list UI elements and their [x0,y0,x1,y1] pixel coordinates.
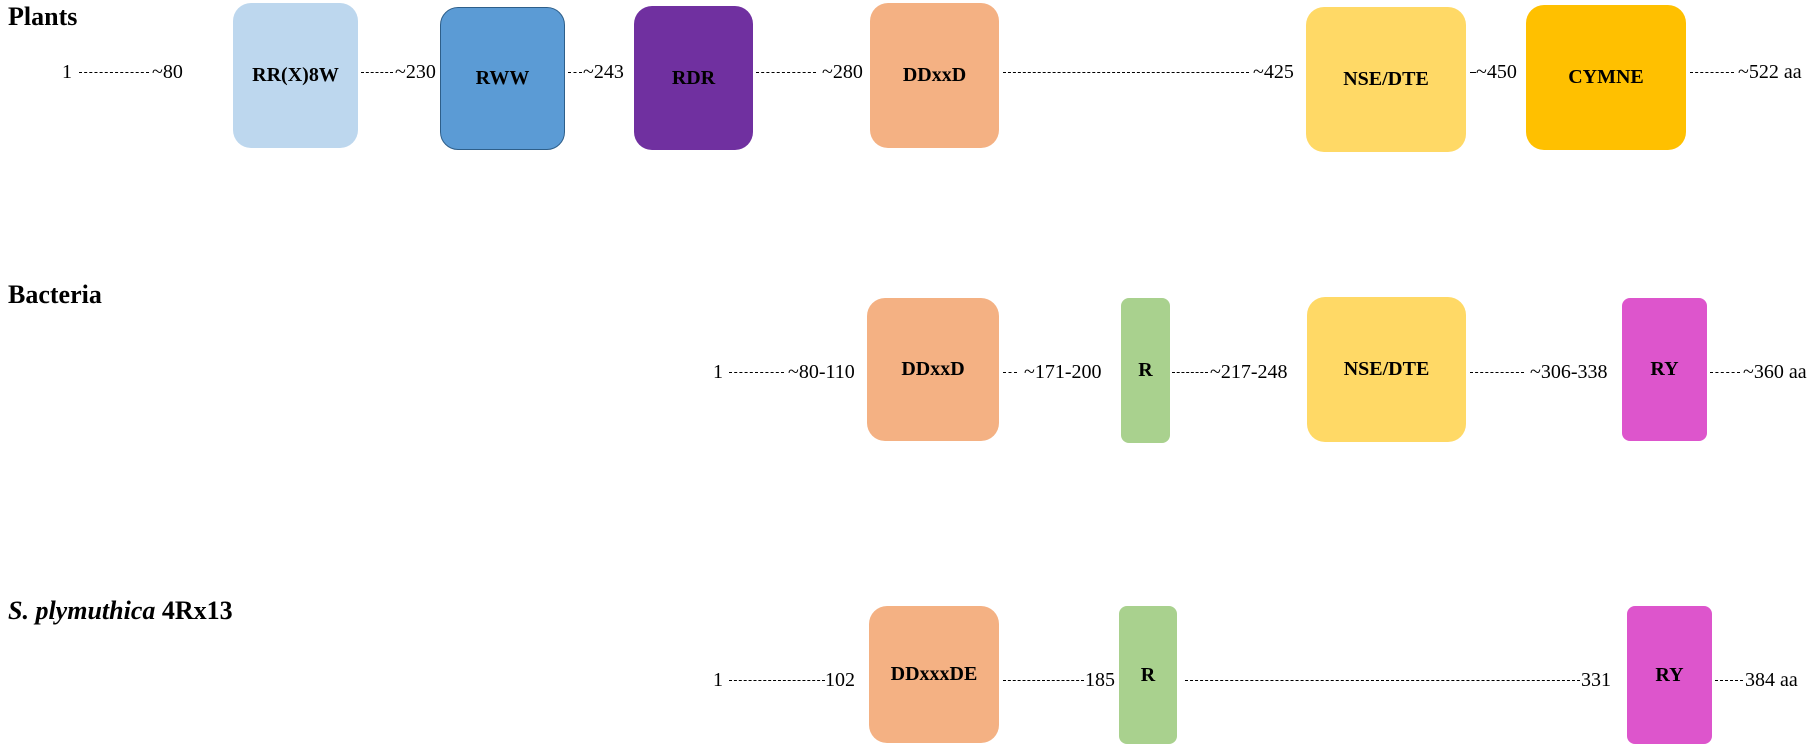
linker-line [729,680,825,681]
position-label: ~425 [1253,61,1294,83]
motif-box: RY [1622,298,1707,441]
motif-box: R [1121,298,1170,443]
motif-label: NSE/DTE [1343,358,1430,380]
position-label: ~171-200 [1024,361,1102,383]
position-label: ~306-338 [1530,361,1608,383]
motif-box: RDR [634,6,753,150]
linker-line [1185,680,1580,681]
position-label: 1 [713,669,723,691]
motif-box: R [1119,606,1177,744]
position-label: 1 [713,361,723,383]
species-name: S. plymuthica [8,596,156,625]
motif-label: NSE/DTE [1343,68,1429,90]
motif-box: NSE/DTE [1307,297,1466,442]
position-label: ~280 [822,61,863,83]
motif-label: R [1138,359,1153,381]
motif-box: RWW [440,7,565,150]
motif-label: RDR [671,66,716,89]
linker-line [1003,72,1249,73]
position-label: 185 [1085,669,1115,691]
row-title-bacteria: Bacteria [8,280,102,309]
motif-label: RR(X)8W [252,64,339,86]
motif-box: RY [1627,606,1712,744]
linker-line [1470,72,1476,73]
motif-box: DDxxD [870,3,999,148]
position-label: ~80-110 [788,361,855,383]
position-label: 1 [62,61,72,83]
motif-label: R [1140,663,1156,686]
linker-line [1690,72,1734,73]
motif-box: DDxxD [867,298,999,441]
motif-label: RY [1655,663,1684,686]
linker-line [361,72,393,73]
row-title-splymuthica: S. plymuthica 4Rx13 [8,596,233,626]
position-label: 102 [825,669,855,691]
motif-label: RWW [475,67,530,89]
linker-line [568,72,582,73]
position-label: 331 [1581,669,1611,691]
linker-line [1172,372,1208,373]
linker-line [1003,372,1017,373]
motif-box: NSE/DTE [1306,7,1466,152]
position-label: ~230 [395,61,436,83]
motif-label: DDxxD [901,358,965,380]
position-label: ~450 [1476,61,1517,83]
linker-line [1715,680,1743,681]
position-label: 384 aa [1745,669,1798,691]
motif-label: DDxxxDE [890,663,978,685]
linker-line [1710,372,1740,373]
linker-line [1003,680,1084,681]
motif-label: DDxxD [902,64,967,86]
linker-line [79,72,149,73]
strain-name: 4Rx13 [155,596,233,625]
position-label: ~80 [152,61,183,83]
motif-label: RY [1650,358,1679,380]
position-label: ~217-248 [1210,361,1288,383]
position-label: ~360 aa [1743,361,1807,383]
position-label: ~522 aa [1738,61,1802,83]
motif-box: DDxxxDE [869,606,999,743]
linker-line [756,72,816,73]
motif-box: RR(X)8W [233,3,358,148]
linker-line [1470,372,1524,373]
row-title-plants: Plants [8,2,78,31]
linker-line [729,372,784,373]
motif-box: CYMNE [1526,5,1686,150]
motif-label: CYMNE [1568,66,1644,88]
position-label: ~243 [583,61,624,83]
